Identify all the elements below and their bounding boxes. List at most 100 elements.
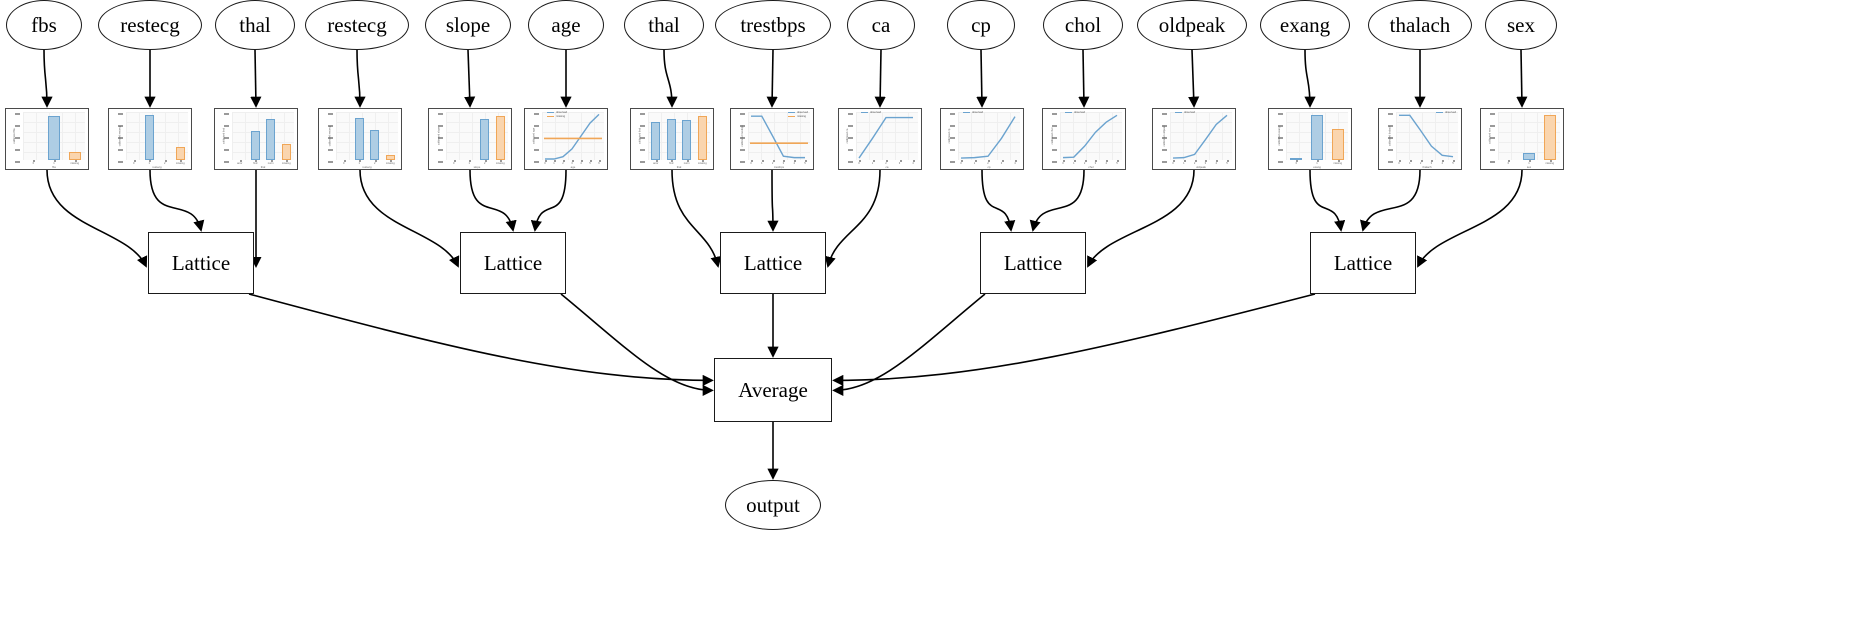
y-tick xyxy=(1490,113,1495,115)
legend-label-observed: observed xyxy=(870,111,882,114)
x-tick xyxy=(390,160,393,162)
y-tick xyxy=(118,161,123,163)
edge-lattice4-to-average xyxy=(832,293,1316,386)
input-feature-restecg[interactable]: restecg xyxy=(98,0,202,50)
y-tick xyxy=(740,137,745,139)
input-feature-restecg[interactable]: restecg xyxy=(305,0,409,50)
legend-swatch-observed xyxy=(1065,111,1072,114)
x-tick xyxy=(164,160,167,162)
y-axis-label: calibrated oldpeak xyxy=(1163,125,1167,147)
output-node[interactable]: output xyxy=(725,480,821,530)
y-tick xyxy=(328,161,333,163)
x-tick-label: 0 xyxy=(1172,162,1174,165)
edge-calibrator1-to-lattice0 xyxy=(149,169,205,232)
y-axis-label: calibrated sex xyxy=(1488,127,1492,145)
y-axis: calibrated chol xyxy=(1043,112,1060,163)
plot-legend: observed xyxy=(1175,111,1195,114)
x-tick-label: 2 xyxy=(1193,162,1196,165)
input-feature-cp[interactable]: cp xyxy=(947,0,1015,50)
x-tick-label: missing xyxy=(281,162,291,165)
legend-swatch-observed xyxy=(963,111,970,114)
y-axis-label: calibrated thal xyxy=(638,127,642,145)
x-tick-label: fixd xyxy=(669,162,674,165)
input-feature-thal[interactable]: thal xyxy=(215,0,295,50)
series-line-observed xyxy=(858,116,913,159)
input-feature-age[interactable]: age xyxy=(528,0,604,50)
input-feature-thalach[interactable]: thalach xyxy=(1368,0,1472,50)
y-tick xyxy=(118,125,123,127)
x-tick xyxy=(1508,160,1511,162)
x-tick xyxy=(1431,160,1434,162)
edge-lattice3-to-average xyxy=(832,293,986,396)
y-tick xyxy=(848,113,853,115)
x-tick-label: 2 xyxy=(771,162,774,165)
x-tick-label: 1 xyxy=(468,162,470,165)
average-node[interactable]: Average xyxy=(714,358,832,422)
input-feature-chol[interactable]: chol xyxy=(1043,0,1123,50)
x-tick-label: 4 xyxy=(1441,162,1443,165)
lattice-node-4[interactable]: Lattice xyxy=(1310,232,1416,294)
x-tick-label: fixd xyxy=(253,162,258,165)
input-feature-ca[interactable]: ca xyxy=(847,0,915,50)
bar-missing-missing xyxy=(68,152,81,160)
edge-calibrator3-to-lattice1 xyxy=(359,169,460,268)
x-tick-label: 3 xyxy=(1094,162,1097,165)
x-tick xyxy=(805,160,807,162)
plot-area xyxy=(126,112,188,160)
x-tick xyxy=(1529,160,1531,162)
x-tick xyxy=(783,160,786,162)
y-tick xyxy=(1388,161,1393,163)
lattice-node-3[interactable]: Lattice xyxy=(980,232,1086,294)
lattice-node-2[interactable]: Lattice xyxy=(720,232,826,294)
input-feature-oldpeak[interactable]: oldpeak xyxy=(1137,0,1247,50)
y-tick xyxy=(438,137,443,139)
x-axis-label: cp xyxy=(987,165,991,169)
input-feature-exang[interactable]: exang xyxy=(1260,0,1350,50)
bar-missing-missing xyxy=(495,115,505,160)
input-feature-trestbps[interactable]: trestbps xyxy=(715,0,831,50)
plot-area xyxy=(1060,112,1122,160)
line-plot xyxy=(1062,114,1118,159)
lattice-node-1[interactable]: Lattice xyxy=(460,232,566,294)
y-axis-label: calibrated ca xyxy=(845,128,849,144)
input-feature-thal[interactable]: thal xyxy=(624,0,704,50)
input-feature-slope[interactable]: slope xyxy=(425,0,511,50)
series-line-observed xyxy=(751,115,805,159)
legend-item-observed: observed xyxy=(1065,111,1085,114)
input-feature-sex[interactable]: sex xyxy=(1485,0,1557,50)
bar-missing-missing xyxy=(385,155,395,160)
y-tick xyxy=(1490,125,1495,127)
legend-item-observed: observed xyxy=(963,111,983,114)
x-tick xyxy=(581,160,583,162)
x-tick xyxy=(270,160,273,162)
plot-area xyxy=(1170,112,1232,160)
edge-calibrator10-to-lattice3 xyxy=(1029,169,1085,232)
plot-area xyxy=(542,112,604,160)
x-tick xyxy=(54,160,56,162)
x-tick-label: 1 xyxy=(871,162,874,165)
lattice-node-0[interactable]: Lattice xyxy=(148,232,254,294)
input-feature-fbs[interactable]: fbs xyxy=(6,0,82,50)
legend-swatch-missing xyxy=(787,115,795,118)
x-tick-label: 4 xyxy=(912,162,914,165)
x-tick-label: 2 xyxy=(164,162,166,165)
legend-swatch-observed xyxy=(547,111,554,114)
